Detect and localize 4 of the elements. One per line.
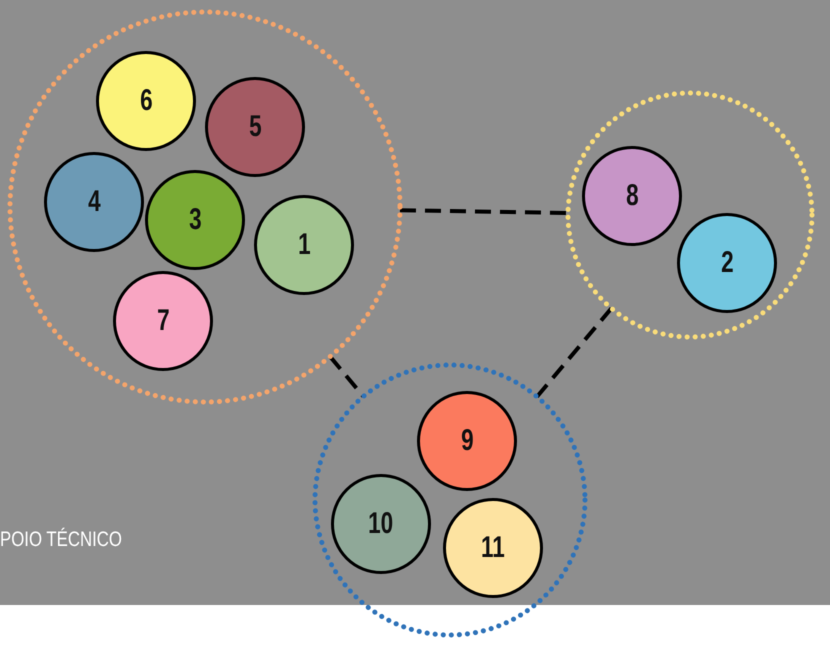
dashed-connector — [328, 355, 365, 398]
dashed-connector — [535, 307, 613, 398]
dashed-connector — [400, 208, 568, 215]
caption-text: POIO TÉCNICO — [0, 528, 122, 552]
